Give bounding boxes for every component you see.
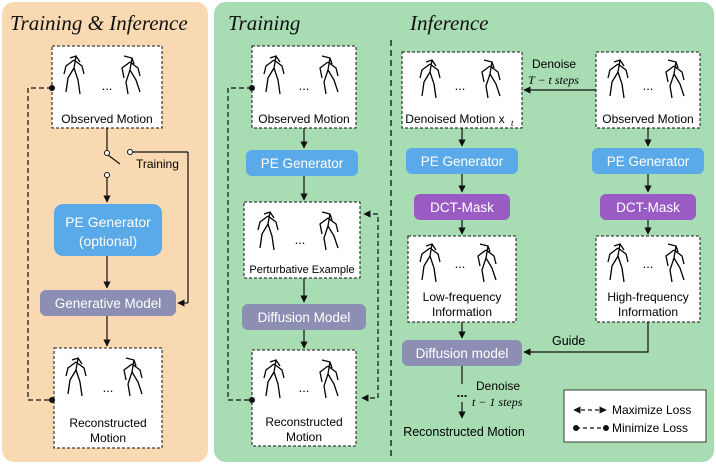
dct-mask-a-label: DCT-Mask xyxy=(430,200,494,215)
denoise-top-label-1: Denoise xyxy=(532,57,576,71)
left-pe-generator-label: PE Generator xyxy=(65,214,151,230)
mid-reconstructed-label-2: Motion xyxy=(286,430,322,444)
title-inference: Inference xyxy=(409,11,489,35)
denoised-motion-subscript: t xyxy=(511,118,514,128)
left-reconstructed-label-1: Reconstructed xyxy=(69,416,146,430)
right-pe-generator-b-label: PE Generator xyxy=(607,154,690,169)
ellipsis: ... xyxy=(295,232,306,247)
ellipsis: ... xyxy=(299,380,310,395)
generative-model-box xyxy=(40,290,176,316)
ellipsis: ... xyxy=(643,78,654,93)
mid-maximize-loss-path xyxy=(361,210,379,402)
title-training: Training xyxy=(228,11,300,35)
mid-minimize-loss-path xyxy=(227,87,252,401)
switch-node xyxy=(104,150,110,156)
generative-model-label: Generative Model xyxy=(55,296,162,311)
switch-lever xyxy=(107,154,121,165)
switch-training-label: Training xyxy=(136,157,179,171)
legend-maximize-label: Maximize Loss xyxy=(612,403,691,417)
ellipsis: ... xyxy=(455,256,466,271)
low-frequency-label-2: Information xyxy=(432,305,492,319)
mid-reconstructed-label-1: Reconstructed xyxy=(265,415,342,429)
high-frequency-label-2: Information xyxy=(618,305,678,319)
low-frequency-label-1: Low-frequency xyxy=(423,290,502,304)
right-diffusion-model-box xyxy=(402,340,522,366)
legend-minimize-label: Minimize Loss xyxy=(612,421,688,435)
left-reconstructed-box xyxy=(53,347,163,449)
ellipsis: ... xyxy=(102,78,113,93)
dct-mask-b-label: DCT-Mask xyxy=(616,200,680,215)
dct-mask-a-box xyxy=(414,194,510,220)
dct-mask-b-box xyxy=(600,194,696,220)
left-observed-box xyxy=(51,45,163,129)
guide-label: Guide xyxy=(552,334,585,348)
mid-diffusion-model-label: Diffusion Model xyxy=(258,310,351,325)
high-frequency-box xyxy=(595,235,701,323)
ellipsis: ... xyxy=(103,380,114,395)
mid-pe-generator-label: PE Generator xyxy=(261,156,344,171)
title-training-inference: Training & Inference xyxy=(10,11,188,35)
mid-reconstructed-box xyxy=(251,349,357,447)
denoise-top-label-2: T − t steps xyxy=(528,73,579,87)
left-minimize-loss-path xyxy=(27,87,52,401)
right-pe-generator-a-label: PE Generator xyxy=(421,154,504,169)
denoised-motion-label: Denoised Motion x xyxy=(405,112,504,126)
right-pe-generator-b-box xyxy=(592,148,704,174)
mid-observed-box xyxy=(251,45,357,129)
left-observed-label: Observed Motion xyxy=(61,112,152,126)
denoised-motion-box xyxy=(401,51,523,129)
right-diffusion-model-label: Diffusion model xyxy=(416,346,509,361)
mid-diffusion-model-box xyxy=(242,304,366,330)
left-reconstructed-label-2: Motion xyxy=(90,431,126,445)
right-observed-label: Observed Motion xyxy=(602,112,693,126)
legend-box xyxy=(563,389,707,443)
denoise-bottom-label-2: t − 1 steps xyxy=(472,395,523,409)
guide-arrow xyxy=(523,322,649,356)
left-pe-generator-box xyxy=(54,204,162,256)
right-pe-generator-a-box xyxy=(406,148,518,174)
perturbative-example-label: Perturbative Example xyxy=(249,264,354,276)
right-reconstructed-label: Reconstructed Motion xyxy=(403,425,525,439)
perturbative-example-box xyxy=(243,201,361,279)
high-frequency-label-1: High-frequency xyxy=(607,290,688,304)
ellipsis: ... xyxy=(643,256,654,271)
left-pe-optional-label: (optional) xyxy=(79,233,137,249)
ellipsis: ... xyxy=(455,78,466,93)
ellipsis: ... xyxy=(299,78,310,93)
ellipsis: ... xyxy=(457,385,468,400)
denoise-bottom-label-1: Denoise xyxy=(476,379,520,393)
mid-pe-generator-box xyxy=(246,150,358,176)
mid-observed-label: Observed Motion xyxy=(258,112,349,126)
